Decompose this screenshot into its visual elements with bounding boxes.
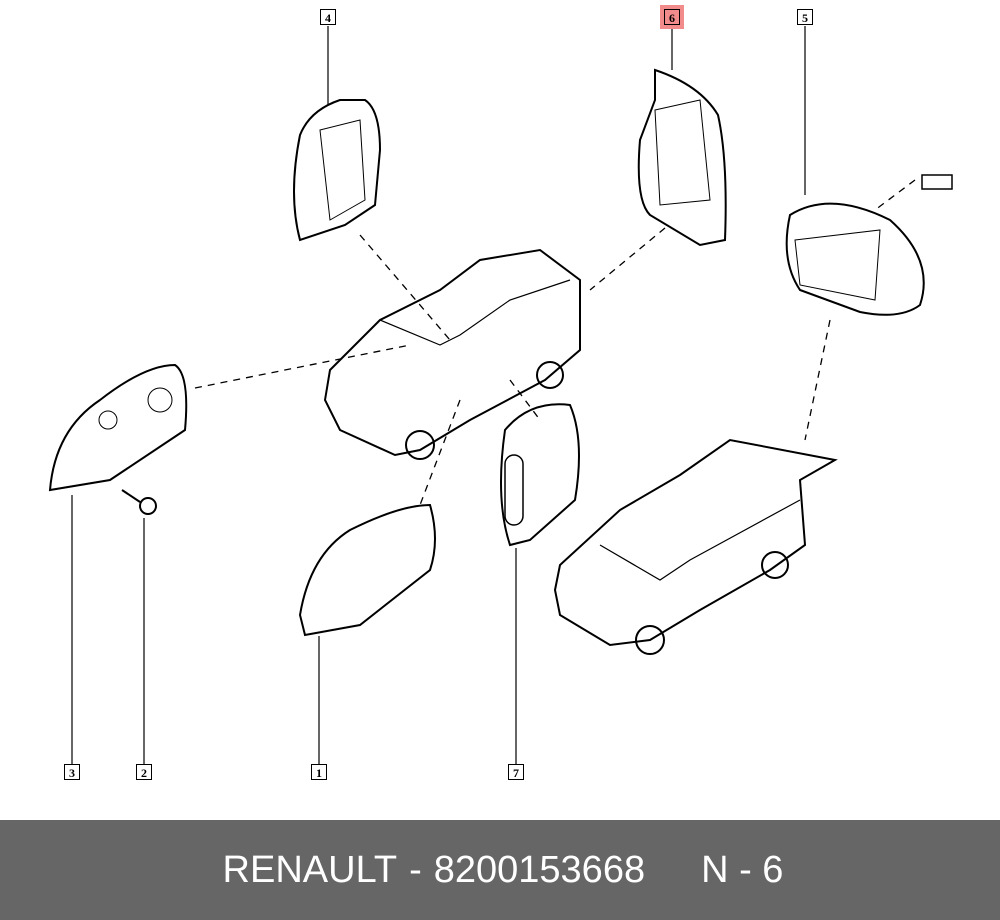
callout-3[interactable]: 3	[64, 764, 80, 780]
part-1-lens	[298, 503, 436, 637]
part-4-lamp	[293, 99, 382, 242]
small-connector-icon	[921, 174, 953, 190]
separator: -	[409, 848, 422, 891]
callout-4[interactable]: 4	[320, 9, 336, 25]
callout-5[interactable]: 5	[797, 9, 813, 25]
dashed-guides	[194, 179, 916, 506]
footer-bar: RENAULT-8200153668 N - 6	[0, 820, 1000, 920]
brand-name: RENAULT	[222, 848, 398, 891]
part-identifier: RENAULT-8200153668	[217, 849, 652, 892]
vehicle-side-view	[323, 248, 581, 460]
part-6-tail-lamp	[637, 68, 727, 247]
callout-6-highlighted[interactable]: 6	[660, 5, 684, 29]
position-code: N - 6	[701, 848, 784, 891]
callout-2[interactable]: 2	[136, 764, 152, 780]
callout-1[interactable]: 1	[311, 764, 327, 780]
callout-7[interactable]: 7	[508, 764, 524, 780]
exploded-parts-diagram	[48, 26, 953, 764]
part-3-lamp	[48, 363, 188, 492]
vehicle-rear-view	[553, 438, 838, 655]
part-7-lens	[500, 403, 580, 547]
part-number: 8200153668	[433, 848, 646, 891]
leader-lines	[71, 26, 806, 764]
part-2-screw	[121, 489, 157, 515]
part-5-lamp	[785, 202, 925, 316]
